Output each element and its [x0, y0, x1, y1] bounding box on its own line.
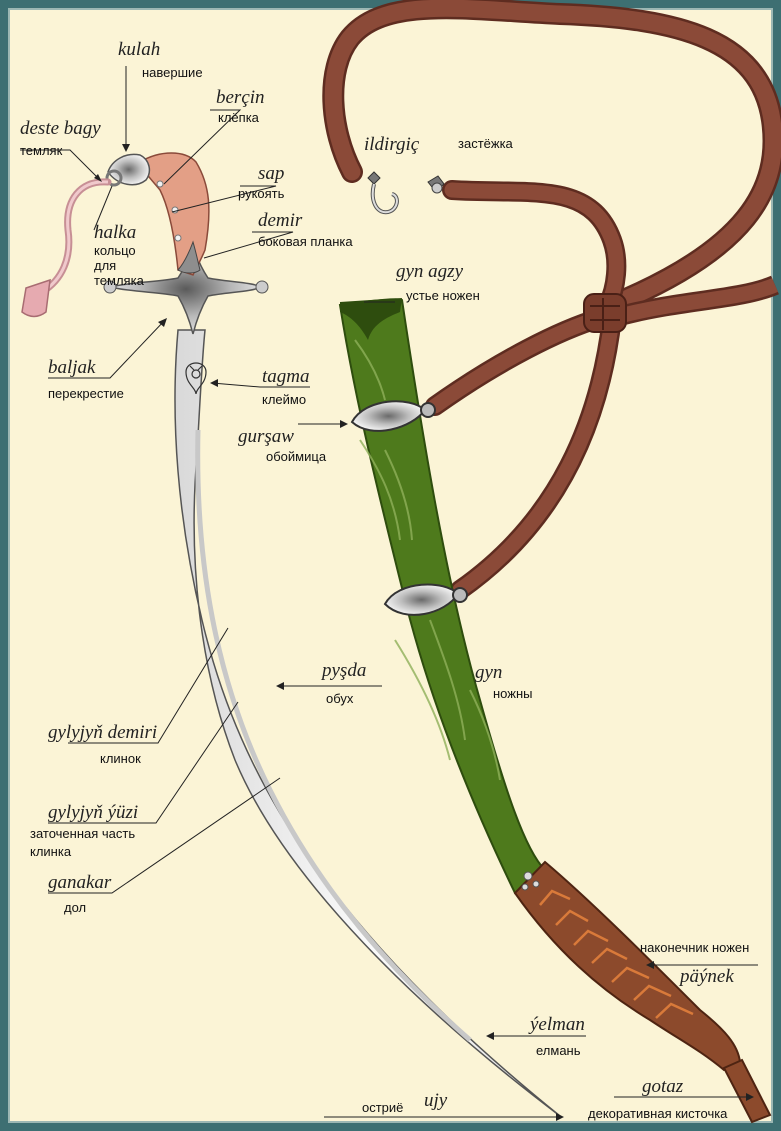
label-gylyjyn-demiri-ru: клинок	[100, 751, 141, 766]
label-gyn-agzy-tk: gyn agzy	[396, 261, 464, 282]
label-pysda-tk: pyşda	[320, 660, 366, 681]
label-yelman-tk: ýelman	[528, 1014, 585, 1035]
label-kulah-ru: навершие	[142, 65, 203, 80]
belt-knot	[584, 294, 626, 332]
label-gyn-tk: gyn	[475, 662, 502, 683]
label-baljak-tk: baljak	[48, 357, 96, 378]
label-demir-tk: demir	[258, 210, 303, 231]
label-baljak-ru: перекрестие	[48, 386, 124, 401]
label-pysda-ru: обух	[326, 691, 354, 706]
label-gylyjyn-yuzi-ru-2: клинка	[30, 844, 72, 859]
label-ganakar-ru: дол	[64, 900, 86, 915]
label-halka-ru-2: для	[94, 258, 116, 273]
label-demir-ru: боковая планка	[258, 234, 353, 249]
label-sap-tk: sap	[258, 163, 284, 184]
label-ujy-ru: остриё	[362, 1100, 403, 1115]
label-yelman-ru: елмань	[536, 1043, 581, 1058]
label-tagma-ru: клеймо	[262, 392, 306, 407]
label-gylyjyn-yuzi-tk: gylyjyň ýüzi	[48, 802, 138, 823]
label-ujy-tk: ujy	[424, 1090, 448, 1111]
label-gyn-agzy-ru: устье ножен	[406, 288, 480, 303]
label-gotaz-tk: gotaz	[642, 1076, 684, 1097]
label-gotaz-ru: декоративная кисточка	[588, 1106, 728, 1121]
label-halka-ru-3: темляка	[94, 273, 145, 288]
label-kulah-tk: kulah	[118, 39, 160, 60]
label-ildirgic-tk: ildirgiç	[364, 134, 420, 155]
label-halka-tk: halka	[94, 222, 136, 243]
label-gylyjyn-yuzi-ru-1: заточенная часть	[30, 826, 135, 841]
label-gursaw-ru: обоймица	[266, 449, 327, 464]
label-ildirgic-ru: застёжка	[458, 136, 514, 151]
cross-guard-end-right	[256, 281, 268, 293]
label-bercin-tk: berçin	[216, 87, 265, 108]
label-ganakar-tk: ganakar	[48, 872, 112, 893]
label-paynek-tk: päýnek	[678, 966, 734, 987]
label-gursaw-tk: gurşaw	[238, 426, 294, 447]
label-halka-ru-1: кольцо	[94, 243, 136, 258]
label-tagma-tk: tagma	[262, 366, 310, 387]
label-tagma: tagma клеймо	[262, 366, 310, 407]
label-gylyjyn-demiri-tk: gylyjyň demiri	[48, 722, 157, 743]
label-deste-bagy-tk: deste bagy	[20, 118, 101, 139]
label-sap-ru: рукоять	[238, 186, 285, 201]
label-gyn-ru: ножны	[493, 686, 532, 701]
label-bercin-ru: клёпка	[218, 110, 260, 125]
label-paynek-ru: наконечник ножен	[640, 940, 749, 955]
label-deste-bagy-ru: темляк	[20, 143, 63, 158]
label-bercin: berçin клёпка	[216, 87, 265, 125]
